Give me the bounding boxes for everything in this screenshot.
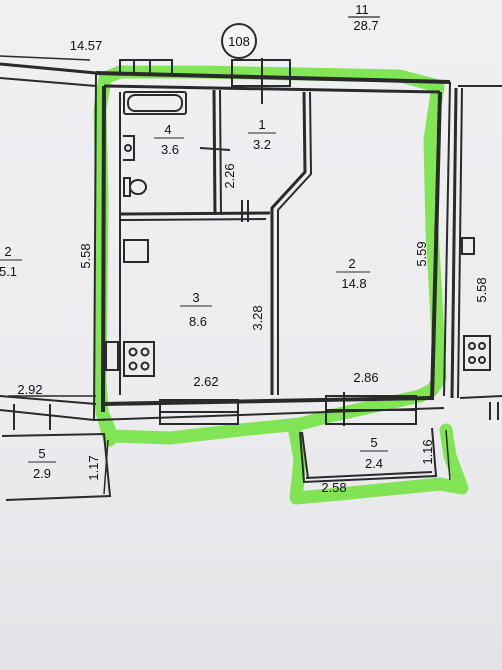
toilet-icon	[123, 177, 147, 197]
dimension-lines	[0, 55, 451, 495]
dim-328: 3.28	[250, 305, 265, 330]
dim-top-left: 14.57	[70, 38, 103, 53]
dim-258: 2.58	[321, 480, 346, 495]
stove-icon	[123, 341, 155, 377]
apartment-number-badge: 108	[221, 23, 257, 59]
apartment-walls	[93, 71, 451, 421]
door-marks	[199, 58, 263, 222]
room-4-label: 4 3.6	[154, 122, 184, 157]
svg-text:2: 2	[348, 256, 355, 271]
apartment-number: 108	[228, 34, 250, 49]
svg-text:5: 5	[38, 446, 45, 461]
svg-text:2.9: 2.9	[33, 466, 51, 481]
kitchen-sink-icon	[105, 239, 149, 371]
svg-text:2.4: 2.4	[365, 456, 383, 471]
dim-559: 5.59	[414, 241, 429, 266]
highlight-outline	[93, 65, 469, 505]
dim-116: 1.16	[420, 439, 435, 464]
svg-text:3.2: 3.2	[253, 137, 271, 152]
svg-text:8.6: 8.6	[189, 314, 207, 329]
dim-558-left: 5.58	[78, 243, 93, 268]
svg-text:2: 2	[4, 244, 11, 259]
dim-292: 2.92	[17, 382, 42, 397]
windows	[119, 59, 417, 426]
room-3-label: 3 8.6	[180, 290, 212, 329]
bathtub-icon	[123, 91, 187, 115]
balcony-5-label: 5 2.4	[360, 435, 388, 471]
dim-226: 2.26	[222, 163, 237, 188]
svg-text:5.1: 5.1	[0, 264, 17, 279]
svg-text:5: 5	[370, 435, 377, 450]
dim-262: 2.62	[193, 374, 218, 389]
left-room-2-label: 2 5.1	[0, 244, 22, 279]
balcony-outline	[299, 427, 438, 484]
left-balcony-5-label: 5 2.9	[28, 446, 56, 481]
neighbour-left	[0, 62, 112, 501]
svg-text:4: 4	[164, 122, 171, 137]
svg-text:3: 3	[192, 290, 199, 305]
room-1-label: 1 3.2	[248, 117, 276, 152]
fraction-top: 11	[355, 2, 369, 17]
neighbour-right	[450, 85, 502, 420]
sink-icon	[123, 135, 135, 161]
room-2-label: 2 14.8	[336, 256, 370, 291]
dim-286: 2.86	[353, 370, 378, 385]
fraction-bottom: 28.7	[353, 18, 378, 33]
svg-text:3.6: 3.6	[161, 142, 179, 157]
dim-117: 1.17	[86, 455, 101, 480]
svg-text:14.8: 14.8	[341, 276, 366, 291]
svg-text:1: 1	[258, 117, 265, 132]
top-right-fraction: 11 28.7	[348, 2, 380, 33]
dim-558-right: 5.58	[474, 277, 489, 302]
